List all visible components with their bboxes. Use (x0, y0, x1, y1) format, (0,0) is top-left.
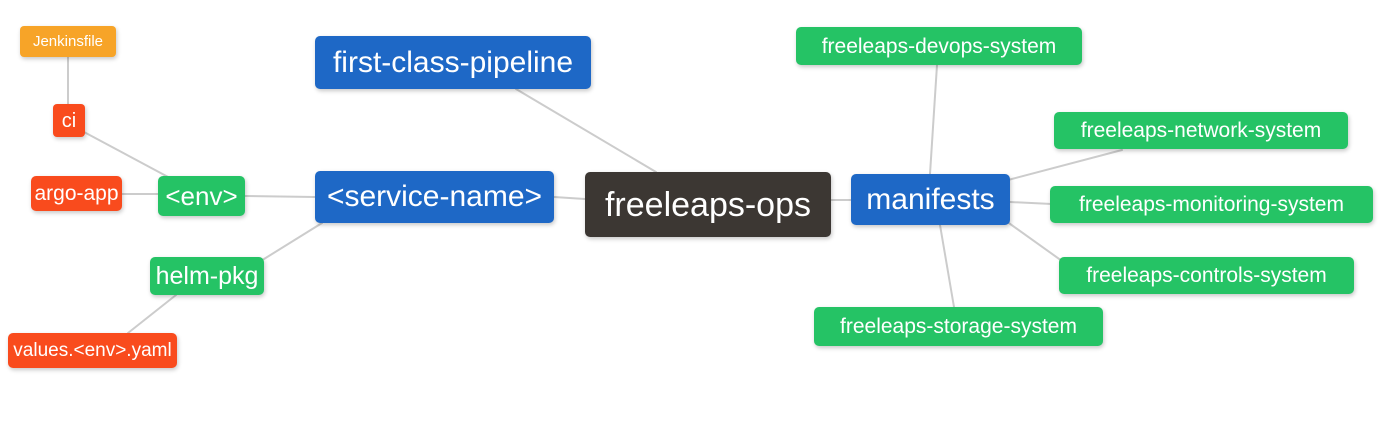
edge-ci-env (83, 131, 171, 179)
edge-manifests-devops (929, 64, 938, 175)
node-argo-app[interactable]: argo-app (31, 176, 122, 211)
node-network-system[interactable]: freeleaps-network-system (1054, 112, 1348, 149)
node-storage-system[interactable]: freeleaps-storage-system (814, 307, 1103, 346)
edge-manifests-network (1007, 149, 1123, 181)
edge-manifests-controls (1005, 220, 1063, 262)
node-freeleaps-ops[interactable]: freeleaps-ops (585, 172, 831, 237)
node-env[interactable]: <env> (158, 176, 245, 216)
edge-service-name-freeleaps-ops (553, 196, 586, 200)
edge-env-service-name (244, 195, 316, 198)
edge-manifests-storage (939, 224, 955, 308)
node-manifests[interactable]: manifests (851, 174, 1010, 225)
node-monitoring-system[interactable]: freeleaps-monitoring-system (1050, 186, 1373, 223)
node-ci[interactable]: ci (53, 104, 85, 137)
node-devops-system[interactable]: freeleaps-devops-system (796, 27, 1082, 65)
edge-values-helm-pkg (127, 294, 177, 334)
node-values-env-yaml[interactable]: values.<env>.yaml (8, 333, 177, 368)
node-first-class-pipeline[interactable]: first-class-pipeline (315, 36, 591, 89)
edge-pipeline-freeleaps-ops (515, 88, 657, 173)
node-helm-pkg[interactable]: helm-pkg (150, 257, 264, 295)
edge-helm-pkg-service-name (263, 222, 323, 260)
node-controls-system[interactable]: freeleaps-controls-system (1059, 257, 1354, 294)
edge-manifests-monitoring (1009, 201, 1053, 205)
node-service-name[interactable]: <service-name> (315, 171, 554, 223)
node-jenkinsfile[interactable]: Jenkinsfile (20, 26, 116, 57)
